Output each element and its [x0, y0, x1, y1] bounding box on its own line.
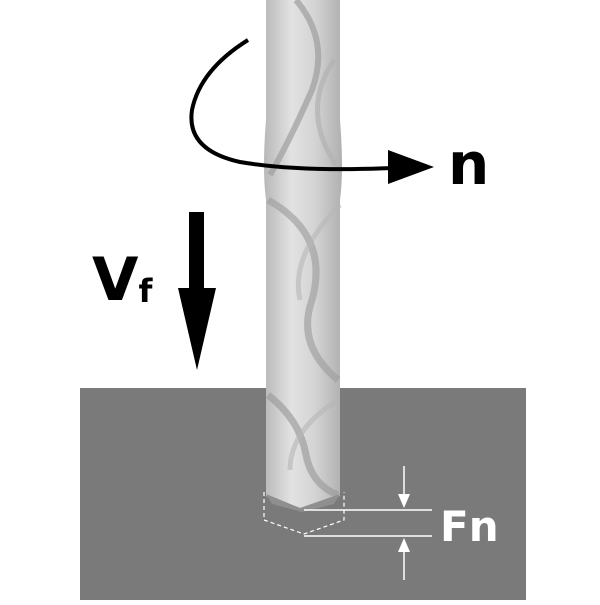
feed-velocity-label: Vf	[92, 245, 153, 315]
rotation-arrow	[189, 38, 434, 184]
feed-dimension	[304, 466, 432, 580]
feed-velocity-main: V	[92, 245, 139, 315]
feed-arrow	[178, 212, 216, 370]
rotation-label: n	[448, 130, 489, 198]
drill-bit	[264, 0, 342, 512]
feed-velocity-sub: f	[138, 272, 153, 310]
feed-per-rev-label: Fn	[440, 502, 499, 551]
